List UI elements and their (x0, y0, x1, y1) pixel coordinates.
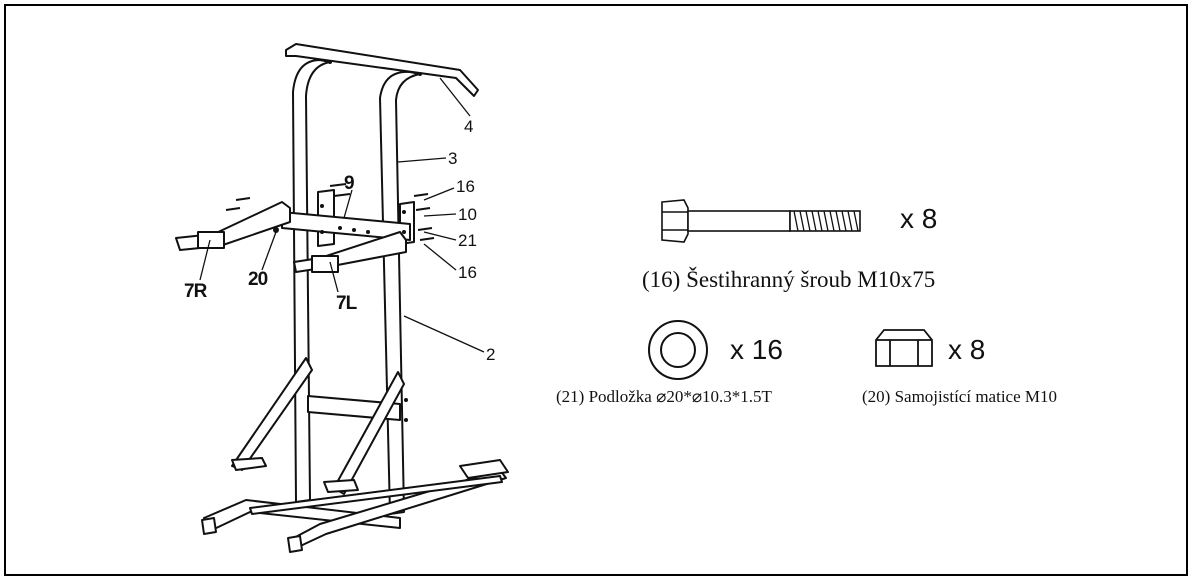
callout-7l: 7L (336, 293, 357, 314)
hex-bolt-icon (661, 199, 861, 243)
callout-2: 2 (486, 345, 496, 364)
callout-3: 3 (448, 149, 458, 168)
washer-icon (648, 320, 708, 380)
diagram-frame (4, 4, 1188, 576)
nut-caption: (20) Samojistící matice M10 (862, 387, 1057, 406)
bolt-caption: (16) Šestihranný šroub M10x75 (642, 267, 936, 292)
callout-16-top: 16 (456, 177, 475, 196)
lock-nut-icon (875, 329, 933, 367)
callout-9: 9 (344, 173, 355, 194)
callout-21: 21 (458, 231, 477, 250)
bolt-quantity: x 8 (900, 203, 938, 234)
nut-quantity: x 8 (948, 334, 986, 365)
callout-7r: 7R (184, 281, 207, 302)
callout-16-bottom: 16 (458, 263, 477, 282)
callout-20: 20 (248, 269, 268, 290)
callout-4: 4 (464, 117, 474, 136)
callout-10: 10 (458, 205, 477, 224)
washer-caption: (21) Podložka ⌀20*⌀10.3*1.5T (556, 387, 772, 406)
washer-quantity: x 16 (730, 334, 783, 365)
